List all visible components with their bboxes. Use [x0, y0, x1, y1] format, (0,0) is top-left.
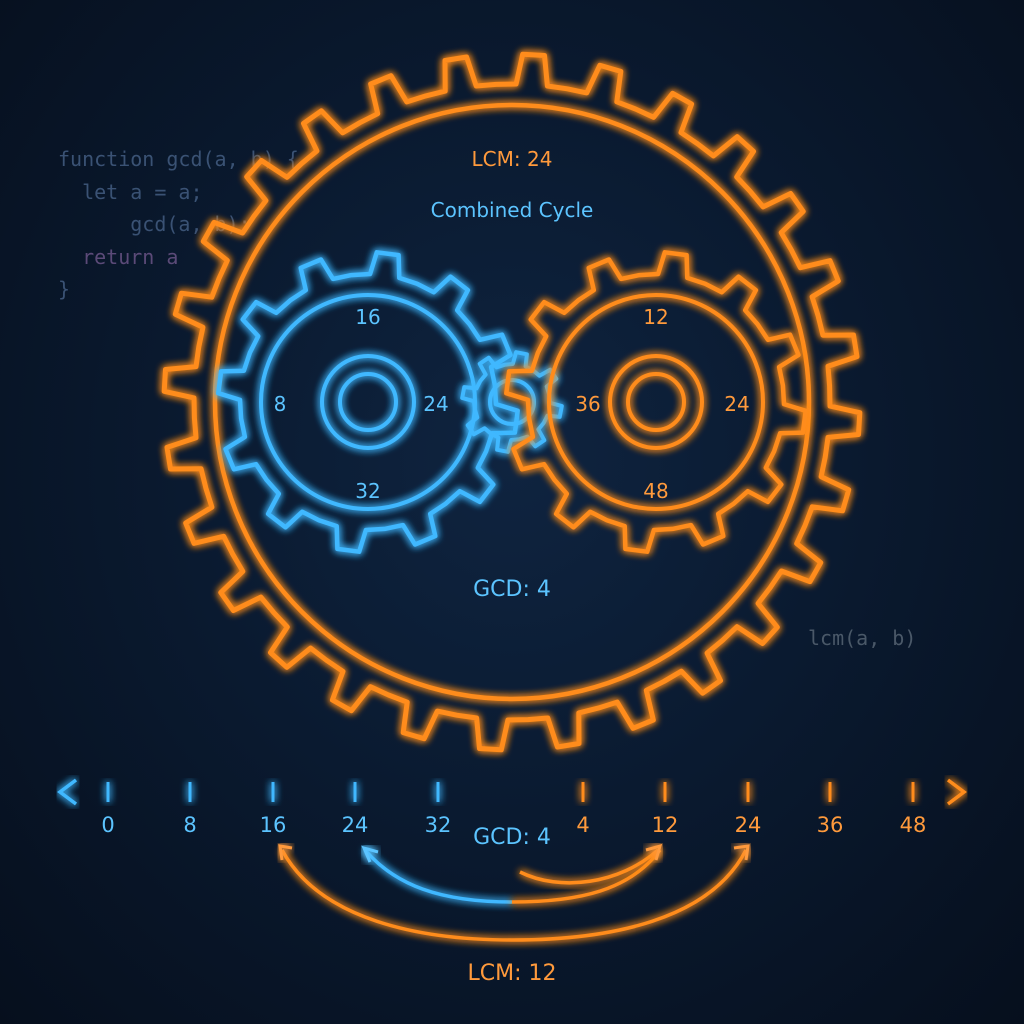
cycle-arcs: [278, 843, 750, 942]
number-line-center-label: GCD: 4: [473, 825, 551, 850]
outer-gear-subtitle: Combined Cycle: [431, 198, 594, 222]
tick-label: 12: [652, 813, 679, 837]
code-line: }: [58, 277, 71, 301]
right-gear-label-right: 24: [724, 392, 749, 416]
code-line: let a = a;: [58, 179, 203, 204]
outer-arc-left-arrowhead-icon: [278, 844, 293, 861]
tick-label: 4: [576, 813, 589, 837]
small-gear: [460, 350, 564, 454]
orange-arc-outer: [280, 849, 748, 942]
tick-label: 0: [101, 813, 114, 837]
right-gear-label-top: 12: [643, 305, 668, 329]
right-gear-label-left: 36: [575, 392, 600, 416]
tick-label: 36: [817, 813, 844, 837]
code-line: gcd(a, b);: [58, 212, 251, 236]
tick-label: 8: [183, 813, 196, 837]
outer-gear-title: LCM: 24: [472, 147, 553, 171]
left-gear-label-right: 24: [423, 392, 448, 416]
tick-label: 24: [735, 813, 762, 837]
right-gear-label-bottom: 48: [643, 479, 668, 503]
orange-arc-inner-arrowhead-icon: [645, 843, 663, 861]
code-line: function gcd(a, b) {: [58, 147, 299, 171]
outer-arc-right-arrowhead-icon: [733, 844, 750, 861]
left-arrowhead-icon: [57, 778, 78, 806]
left-gear-label-top: 16: [355, 305, 380, 329]
bottom-lcm-label: LCM: 12: [468, 961, 557, 986]
tick-label: 24: [342, 813, 369, 837]
tick-label: 16: [260, 813, 287, 837]
orange-arc-inner: [519, 848, 660, 885]
left-gear-label-bottom: 32: [355, 479, 380, 503]
outer-gear: [161, 51, 863, 753]
side-code-lcm: lcm(a, b): [808, 626, 917, 650]
tick-label: 32: [425, 813, 452, 837]
gcd-pointer-label: GCD: 4: [473, 577, 551, 602]
right-gear: [504, 250, 808, 554]
number-line: 0 8 16 24 32 4 12 24 36 48 GCD: 4: [57, 766, 967, 850]
code-snippet: function gcd(a, b) { let a = a; gcd(a, b…: [58, 143, 299, 306]
blue-arc: [363, 848, 513, 904]
code-line: return a: [58, 244, 179, 269]
blue-arc-arrowhead-icon: [361, 845, 379, 863]
tick-label: 48: [900, 813, 927, 837]
orange-arc-upper: [511, 848, 662, 904]
left-gear-label-left: 8: [274, 392, 287, 416]
right-arrowhead-icon: [946, 778, 967, 806]
